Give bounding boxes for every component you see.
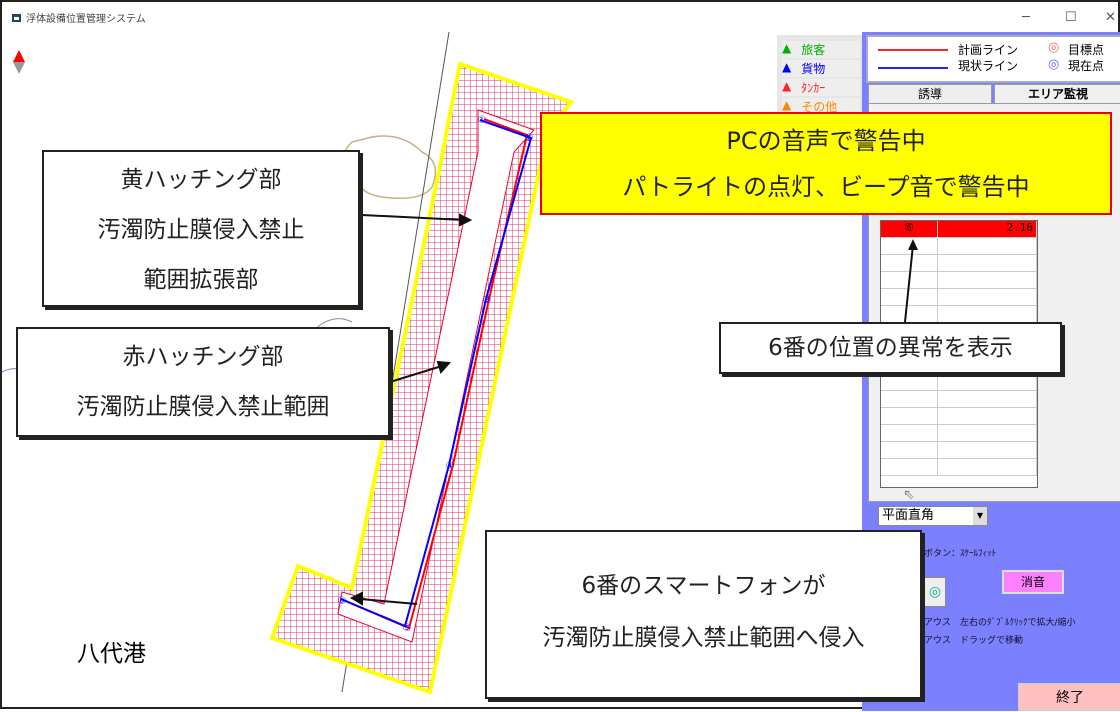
point-marker[interactable]: ⑥ <box>338 596 347 607</box>
maximize-button[interactable]: ☐ <box>1065 10 1077 25</box>
callout-arrows <box>349 213 473 606</box>
target-point-label: 目標点 <box>1068 43 1105 57</box>
plan-line-label: 計画ライン <box>958 43 1019 57</box>
callout-red-hatch: 赤ハッチング部汚濁防止膜侵入禁止範囲 <box>16 327 390 437</box>
harbor-name: 八代港 <box>77 641 146 667</box>
current-line <box>340 119 533 628</box>
mouse-cursor-icon: ⇖ <box>903 487 915 503</box>
point-marker[interactable]: ② <box>525 133 534 144</box>
callout-intrusion: 6番のスマートフォンが汚濁防止膜侵入禁止範囲へ侵入 <box>485 530 922 699</box>
tab-guidance[interactable]: 誘導 <box>868 84 992 104</box>
category-label: ﾀﾝｶｰ <box>801 81 826 95</box>
point-marker[interactable]: ① <box>478 115 487 126</box>
quit-button[interactable]: 終了 <box>1018 683 1120 711</box>
window-title: 浮体設備位置管理システム <box>26 14 146 25</box>
compass-icon <box>13 50 25 74</box>
category-label: その他 <box>801 100 838 114</box>
scale-fit-button[interactable]: ◎ <box>924 577 946 607</box>
point-marker[interactable]: ③ <box>483 295 492 306</box>
tab-area-monitoring[interactable]: エリア監視 <box>994 84 1120 104</box>
mouse-hint-zoom: アウス 左右のﾀﾞﾌﾞﾙｸﾘｯｸで拡大/縮小 <box>924 618 1076 628</box>
current-point-icon: ◎ <box>1048 57 1060 72</box>
current-line-label: 現状ライン <box>958 59 1019 73</box>
scale-hint: ボタン：ｽｹｰﾙﾌｨｯﾄ <box>924 549 997 559</box>
triangle-icon: ▲ <box>782 41 792 55</box>
callout-yellow-hatch: 黄ハッチング部汚濁防止膜侵入禁止範囲拡張部 <box>42 150 360 307</box>
row-id: ⑥ <box>881 221 938 237</box>
title-bar: 浮体設備位置管理システム <box>12 10 146 25</box>
point-marker[interactable]: ④ <box>446 461 455 472</box>
mute-button[interactable]: 消音 <box>1002 570 1064 594</box>
minimize-button[interactable]: ─ <box>1022 10 1030 25</box>
row-value: 2.16 <box>938 221 1037 237</box>
app-icon <box>12 13 21 22</box>
callout-arrow <box>904 239 918 323</box>
current-point-label: 現在点 <box>1068 59 1105 73</box>
category-label: 貨物 <box>801 62 826 76</box>
triangle-icon: ▲ <box>782 79 792 93</box>
projection-select[interactable]: 平面直角 ▼ <box>878 506 988 526</box>
triangle-icon: ▲ <box>782 60 792 74</box>
triangle-icon: ▲ <box>782 98 792 112</box>
chevron-down-icon[interactable]: ▼ <box>973 507 987 525</box>
mouse-hint-drag: アウス ドラッグで移動 <box>924 636 1024 646</box>
point-marker[interactable]: ⑤ <box>403 623 412 634</box>
vessel-category-legend: ▲ 旅客 ▲ 貨物 ▲ ﾀﾝｶｰ ▲ その他 <box>777 35 862 115</box>
line-legend: 計画ライン 現状ライン ◎ 目標点 ◎ 現在点 <box>866 35 1120 83</box>
projection-value: 平面直角 <box>882 508 935 523</box>
callout-anomaly: 6番の位置の異常を表示 <box>719 322 1062 374</box>
category-label: 旅客 <box>801 43 826 57</box>
close-button[interactable]: ✕ <box>1105 10 1116 25</box>
alert-banner: PCの音声で警告中パトライトの点灯、ビープ音で警告中 <box>540 112 1112 215</box>
target-point-icon: ◎ <box>1048 40 1060 55</box>
